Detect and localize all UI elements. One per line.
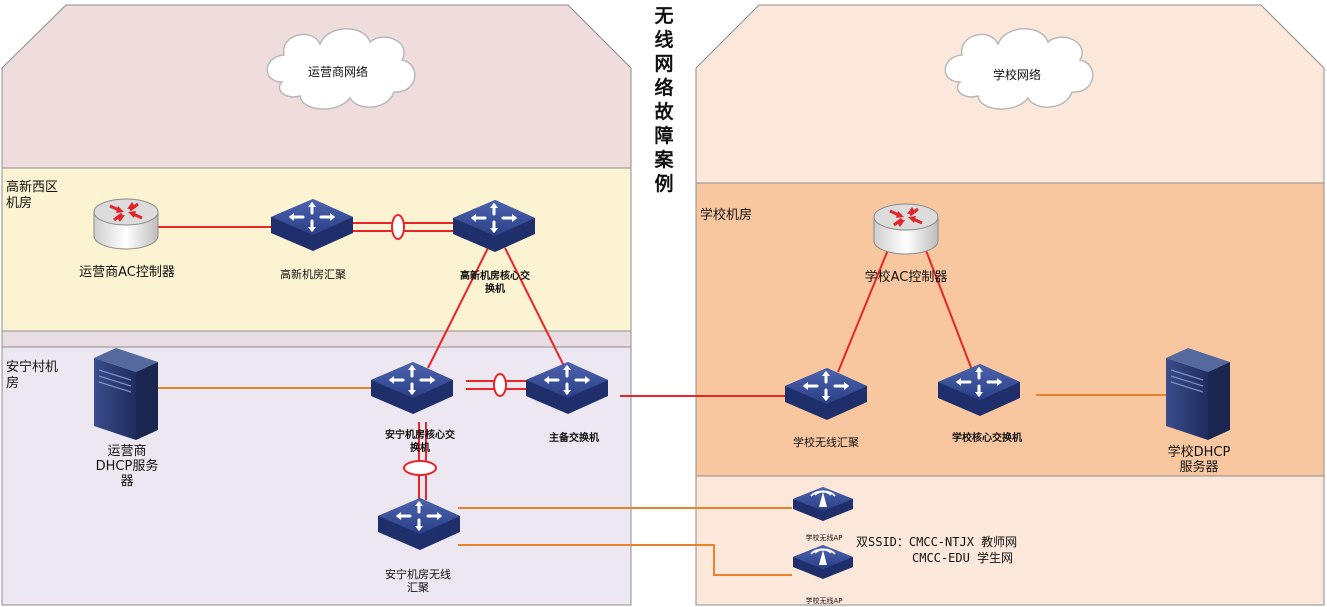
link-school-ac-to-agg (837, 239, 893, 373)
school-cloud-label: 学校网络 (992, 68, 1042, 82)
link-school-ac-to-core (921, 239, 973, 371)
gaoxin-core-label: 高新机房核心交 换机 (460, 271, 530, 295)
anning-core-label: 安宁机房核心交 换机 (385, 430, 455, 454)
school-ac-router (872, 202, 940, 256)
lag-oval-anning (493, 373, 507, 397)
anning-room-label: 安宁村机 房 (6, 360, 59, 391)
link-gaoxin-core-backup (504, 247, 566, 369)
school-dhcp-label: 学校DHCP 服务器 (1167, 445, 1231, 475)
anning-wireless-agg-label: 安宁机房无线 汇聚 (385, 568, 451, 594)
school-room-label: 学校机房 (700, 208, 753, 223)
school-ac-label: 学校AC控制器 (864, 270, 948, 285)
link-gaoxin-core-anning-core (427, 247, 489, 369)
operator-ac-label: 运营商AC控制器 (79, 265, 175, 280)
school-core-label: 学校核心交换机 (952, 433, 1022, 444)
gaoxin-room-label: 高新西区 机房 (6, 180, 59, 211)
link-ap-2 (458, 544, 792, 576)
ssid-note-line1: 双SSID：CMCC-NTJX 教师网 (856, 535, 1018, 549)
school-dhcp-server (1165, 347, 1231, 441)
diagram-title: 无线网络故障案例 (654, 5, 674, 195)
school-wireless-agg-label: 学校无线汇聚 (793, 436, 859, 449)
operator-ac-router (92, 197, 160, 251)
gaoxin-agg-label: 高新机房汇聚 (280, 268, 346, 281)
ssid-note-line2: CMCC-EDU 学生网 (912, 551, 1014, 565)
gaoxin-room-zone (1, 167, 632, 332)
operator-dhcp-server (93, 347, 159, 441)
backup-switch-label: 主备交换机 (549, 433, 599, 444)
operator-cloud-label: 运营商网络 (307, 65, 369, 79)
operator-dhcp-label: 运营商 DHCP服务 器 (95, 444, 159, 489)
lag-oval-gaoxin (391, 214, 405, 240)
lag-oval-wireless-agg (403, 460, 437, 476)
school-ap-1-label: 学校无线AP (805, 534, 843, 542)
school-ap-2-label: 学校无线AP (805, 597, 843, 605)
